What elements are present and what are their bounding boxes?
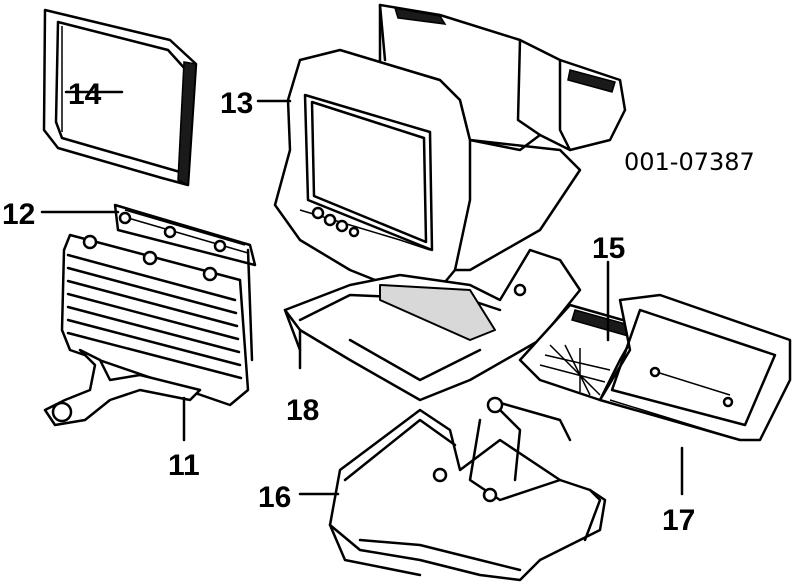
callout-13: 13: [220, 87, 253, 120]
part-12-core-tank: [113, 203, 257, 362]
callout-18: 18: [286, 394, 319, 427]
part-11-heater-core: [43, 233, 250, 427]
callout-12: 12: [2, 198, 35, 231]
callout-16: 16: [258, 481, 291, 514]
part-18-lower-case: [283, 248, 582, 402]
part-number-label: 001-07387: [624, 148, 755, 176]
callout-17: 17: [662, 504, 695, 537]
callout-15: 15: [592, 232, 625, 265]
leader-lines: [40, 90, 684, 496]
callout-14: 14: [68, 78, 102, 111]
part-16-lower-housing: [328, 396, 607, 582]
callout-11: 11: [168, 449, 200, 482]
part-14-gasket-frame: [42, 8, 198, 187]
part-13-upper-housing: [273, 3, 627, 302]
part-17-cover-plate: [598, 293, 792, 442]
